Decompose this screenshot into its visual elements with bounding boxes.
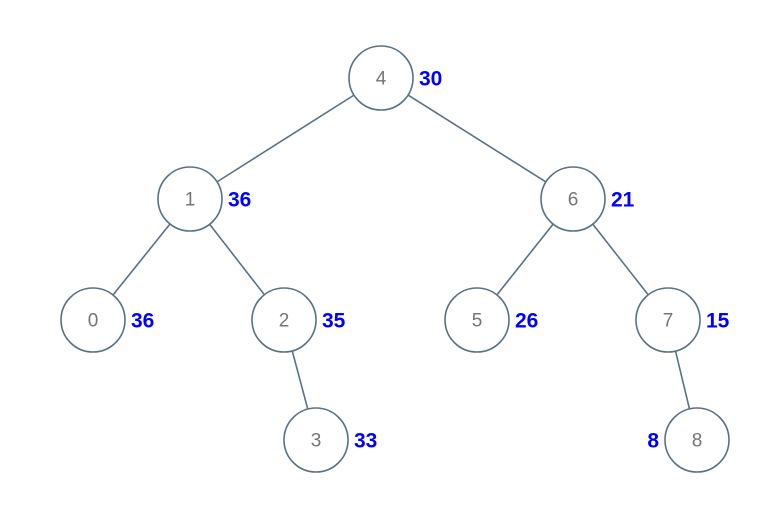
node-circle-7[interactable] <box>635 287 701 353</box>
tree-edge-6-7 <box>592 223 649 296</box>
tree-edge-4-1 <box>216 94 355 183</box>
tree-edge-6-5 <box>496 223 554 296</box>
node-key-label-5: 5 <box>472 311 483 332</box>
node-key-label-3: 3 <box>311 431 322 452</box>
edges-group <box>112 94 691 410</box>
tree-edge-2-3 <box>291 350 309 410</box>
node-circle-4[interactable] <box>348 45 414 111</box>
node-key-label-1: 1 <box>185 190 196 211</box>
tree-node-7[interactable]: 7 15 <box>635 287 730 353</box>
tree-node-4[interactable]: 4 30 <box>348 45 442 111</box>
node-circle-6[interactable] <box>540 166 606 232</box>
node-value-label-4: 30 <box>419 68 442 91</box>
node-value-label-7: 15 <box>706 310 730 333</box>
node-value-label-1: 36 <box>228 189 251 212</box>
tree-node-5[interactable]: 5 26 <box>444 287 538 353</box>
node-key-label-4: 4 <box>376 69 387 90</box>
tree-node-1[interactable]: 1 36 <box>157 166 251 232</box>
node-key-label-7: 7 <box>663 311 674 332</box>
node-value-label-3: 33 <box>354 430 377 453</box>
node-circle-2[interactable] <box>251 287 317 353</box>
node-circle-0[interactable] <box>60 287 126 353</box>
tree-node-6[interactable]: 6 21 <box>540 166 635 232</box>
node-circle-1[interactable] <box>157 166 223 232</box>
tree-node-2[interactable]: 2 35 <box>251 287 346 353</box>
node-key-label-8: 8 <box>692 431 703 452</box>
tree-edge-1-2 <box>208 223 266 296</box>
node-circle-8[interactable] <box>664 407 730 473</box>
tree-edge-4-6 <box>407 94 547 183</box>
node-value-label-5: 26 <box>515 310 538 333</box>
tree-edge-7-8 <box>674 350 691 410</box>
node-key-label-6: 6 <box>568 190 579 211</box>
node-value-label-2: 35 <box>322 310 346 333</box>
node-circle-3[interactable] <box>283 407 349 473</box>
node-key-label-0: 0 <box>88 311 99 332</box>
node-value-label-8: 8 <box>647 430 659 453</box>
node-value-label-6: 21 <box>611 189 635 212</box>
node-key-label-2: 2 <box>279 311 290 332</box>
tree-node-0[interactable]: 0 36 <box>60 287 154 353</box>
node-value-label-0: 36 <box>131 310 154 333</box>
tree-node-8[interactable]: 88 <box>647 407 730 473</box>
node-circle-5[interactable] <box>444 287 510 353</box>
tree-edge-1-0 <box>112 223 171 296</box>
